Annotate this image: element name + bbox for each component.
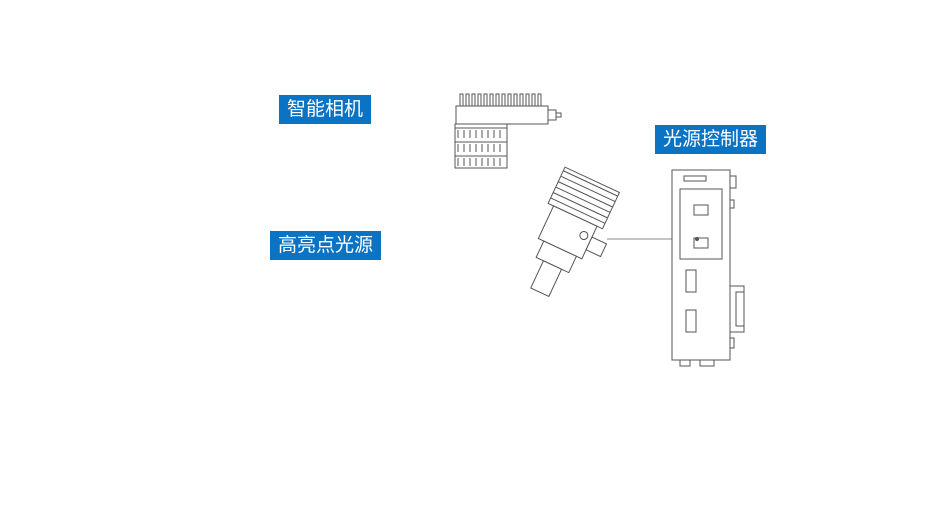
heatsink-fin	[495, 93, 500, 107]
heatsink-fin	[501, 93, 506, 107]
light-fin	[560, 175, 616, 203]
light-controller-icon	[671, 169, 745, 367]
light-fin	[558, 181, 613, 208]
heatsink-fin	[459, 93, 464, 107]
smart-camera-icon	[454, 93, 562, 169]
light-fin	[563, 170, 618, 197]
light-fin	[552, 192, 608, 219]
light-fin	[555, 186, 611, 213]
light-controller-label: 光源控制器	[655, 125, 767, 154]
smart-camera-label: 智能相机	[279, 95, 372, 124]
heatsink-fin	[471, 93, 476, 107]
heatsink-fin	[531, 93, 536, 107]
heatsink-fin	[507, 93, 512, 107]
heatsink-fin	[513, 93, 518, 107]
spot-light-icon	[530, 166, 621, 298]
heatsink-fin	[483, 93, 488, 107]
heatsink-fin	[477, 93, 482, 107]
light-fin	[550, 197, 606, 224]
heatsink-fin	[519, 93, 524, 107]
heatsink-fin	[465, 93, 470, 107]
heatsink-fin	[489, 93, 494, 107]
light-source-label: 高亮点光源	[270, 231, 382, 260]
heatsink-fin	[537, 93, 542, 107]
heatsink-fin	[525, 93, 530, 107]
